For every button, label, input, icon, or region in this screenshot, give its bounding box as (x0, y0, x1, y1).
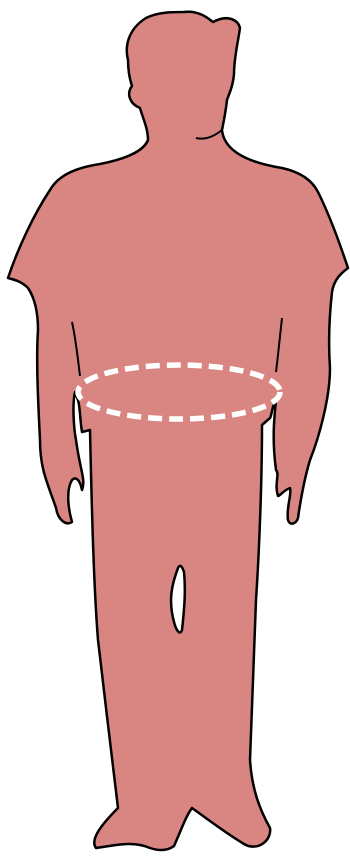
body-silhouette (8, 12, 348, 850)
